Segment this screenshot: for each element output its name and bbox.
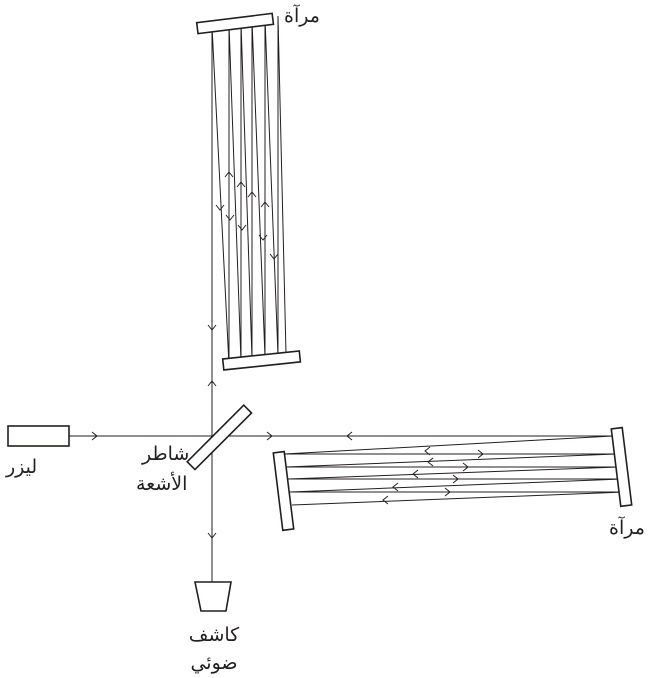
label-beam-splitter-line2: الأشعة xyxy=(136,473,188,495)
label-beam-splitter-line1: شاطر xyxy=(142,443,190,465)
mirror-top-far xyxy=(195,12,275,35)
direction-arrows xyxy=(91,171,484,539)
arrow-down xyxy=(207,532,217,539)
mirror-right-near xyxy=(272,450,295,532)
label-mirror-top: مرآة xyxy=(284,5,320,27)
beam-splitter xyxy=(186,404,253,471)
photodetector xyxy=(194,581,232,612)
arrow-right xyxy=(91,431,98,441)
label-mirror-right: مرآة xyxy=(609,517,645,539)
mirror-right-far xyxy=(610,426,633,508)
arrow-left xyxy=(346,431,353,441)
label-detector-line2: ضوئي xyxy=(190,652,238,674)
horizontal-arm-multipass xyxy=(283,435,626,506)
arrow-right xyxy=(266,431,273,441)
mirror-top-near xyxy=(221,350,302,371)
label-detector-line1: كاشف xyxy=(188,624,240,646)
arrow-down xyxy=(207,324,217,331)
laser-source xyxy=(7,425,70,447)
label-laser: ليزر xyxy=(6,456,38,478)
arrow-up xyxy=(207,380,217,387)
vertical-arm-multipass xyxy=(211,15,287,366)
main-beams xyxy=(69,26,613,582)
